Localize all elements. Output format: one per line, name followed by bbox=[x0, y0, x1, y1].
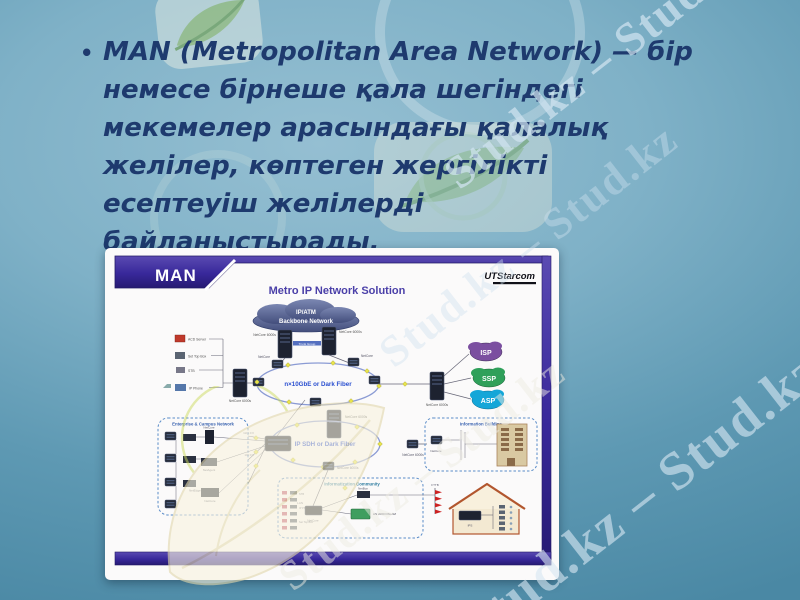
vendor-logo-bar bbox=[493, 282, 536, 285]
bullet-text-line: немесе бірнеше қала шегіндегі bbox=[103, 75, 583, 105]
device-label: NetCore bbox=[203, 426, 215, 430]
backbone-cloud: IP/ATM Backbone Network bbox=[252, 299, 360, 333]
zone-title: Informatization Community bbox=[324, 482, 380, 487]
device-label: NetCore 6000s bbox=[229, 399, 252, 403]
sp-cloud-label: ISP bbox=[480, 350, 492, 357]
device-label: IPS bbox=[468, 524, 473, 528]
device-label: NetCore 6000s bbox=[253, 333, 276, 337]
mid-router: NetCore 6000s bbox=[276, 399, 368, 439]
fttb-links: FTTB bbox=[431, 483, 442, 514]
sp-cloud-label: SSP bbox=[482, 376, 496, 383]
device-label: NetCore 6000s bbox=[402, 453, 424, 457]
bullet-list: • MAN (Metropolitan Area Network) — бір н… bbox=[80, 33, 693, 261]
device-label: Set Top Box bbox=[188, 355, 207, 359]
residential-house: IPS bbox=[448, 482, 526, 535]
link-label: FTTB bbox=[431, 483, 439, 487]
device-label: NetCore 6000s bbox=[339, 330, 362, 334]
link-label: GbE FX bbox=[243, 431, 254, 435]
device-label: NetCore 6000s bbox=[337, 466, 359, 470]
device-label: NetEdge bbox=[189, 489, 201, 493]
bullet-text: MAN (Metropolitan Area Network) — бір bbox=[103, 37, 693, 67]
community-zone: Informatization Community STB IP Phone S… bbox=[277, 477, 435, 539]
link-label: LAN bbox=[297, 501, 303, 505]
device-label: NetCore bbox=[430, 449, 442, 453]
enterprise-links: GbE FX 100 FX bbox=[243, 431, 266, 485]
left-access-devices: ACD Server Set Top Box STB IP Phone NetC… bbox=[163, 334, 253, 403]
bullet-text-line: мекемелер арасындағы қалалық bbox=[103, 113, 609, 143]
device-label: NetCore bbox=[258, 355, 270, 359]
diagram-title: MAN bbox=[155, 266, 197, 285]
device-label: NetCore 6000s bbox=[345, 415, 368, 419]
device-label: STB bbox=[188, 369, 195, 373]
zone-title: Information Building bbox=[460, 422, 502, 427]
link-label: 100 FX bbox=[244, 453, 254, 457]
sp-cloud-asp: ASP bbox=[470, 389, 505, 410]
bullet-text-line: желілер, көптеген жергілікті bbox=[103, 151, 548, 181]
sp-cloud-ssp: SSP bbox=[471, 367, 506, 388]
sp-cloud-isp: ISP bbox=[468, 341, 503, 362]
device-label: STB bbox=[299, 492, 304, 496]
right-aggregation: NetCore 6000s bbox=[379, 353, 472, 407]
sp-cloud-label: ASP bbox=[481, 398, 496, 405]
cloud-label: IP/ATM bbox=[296, 310, 316, 316]
vendor-logo: UTStarcom bbox=[484, 271, 535, 282]
bullet-marker: • bbox=[80, 41, 94, 65]
diagram-subtitle: Metro IP Network Solution bbox=[269, 285, 406, 297]
cloud-label: Backbone Network bbox=[279, 319, 334, 325]
device-label: NetCore bbox=[307, 519, 319, 523]
device-label: NetBox bbox=[358, 487, 368, 491]
bullet-text-line: • MAN (Metropolitan Area Network) — бір bbox=[80, 33, 693, 71]
bullet-text-line: есептеуіш желілерді bbox=[103, 189, 424, 219]
ring-label: n×10GbE or Dark Fiber bbox=[284, 381, 352, 388]
device-label: NetCore 6000s bbox=[426, 403, 449, 407]
device-label: NetCore bbox=[204, 499, 216, 503]
lower-ring: IP SDH or Dark Fiber NetCore 6000s NetCo… bbox=[264, 420, 427, 507]
device-label: NetAgent bbox=[203, 468, 216, 472]
ring-label: IP SDH or Dark Fiber bbox=[295, 441, 356, 448]
trunk-label: Trunk Group bbox=[299, 342, 316, 346]
device-label: NetCore bbox=[361, 354, 373, 358]
device-label: AN 2000 DSLAM bbox=[373, 512, 396, 516]
core-routers: Trunk Group NetCore 6000s NetCore 6000s bbox=[253, 326, 362, 367]
device-label: ACD Server bbox=[188, 338, 207, 342]
building-zone: Information Building NetCore bbox=[424, 417, 538, 472]
man-network-diagram: MAN UTStarcom Metro IP Network Solution … bbox=[105, 248, 559, 580]
upper-ring: n×10GbE or Dark Fiber NetCore NetCore bbox=[252, 354, 382, 407]
device-label: IP Phone bbox=[189, 387, 203, 391]
